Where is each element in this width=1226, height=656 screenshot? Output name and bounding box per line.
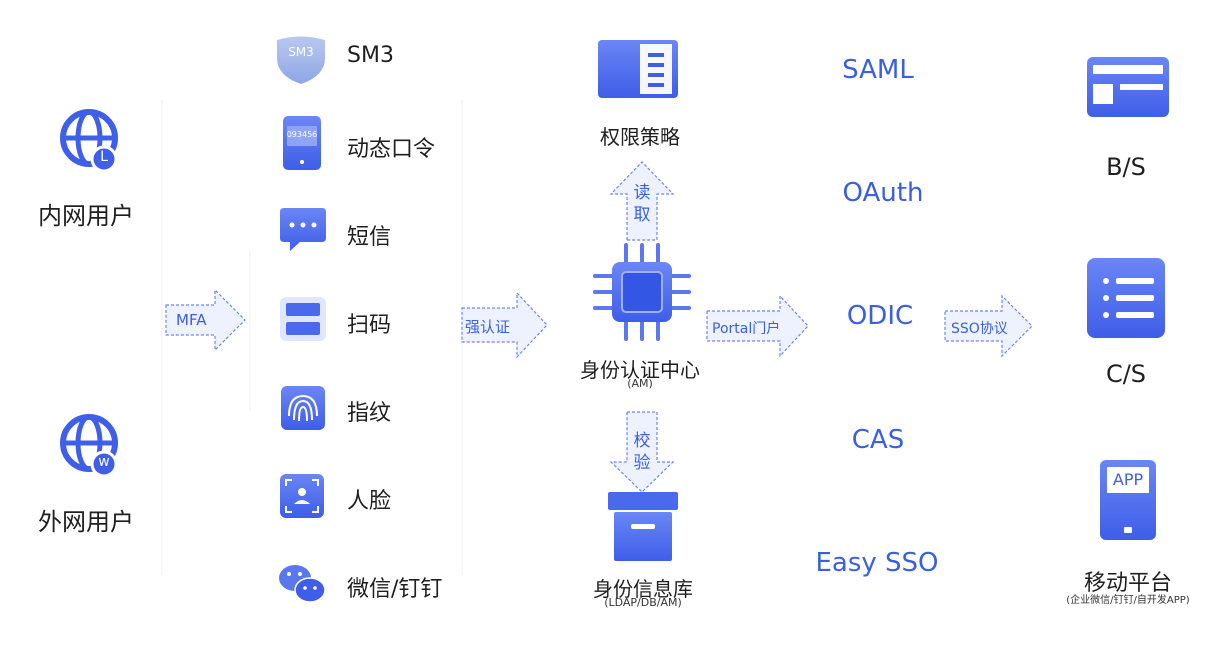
shield-icon-text: SM3	[288, 45, 314, 59]
method-label-otp: 动态口令	[347, 137, 436, 162]
identity-store-label: 身份信息库	[593, 577, 693, 601]
sso-arrow-shape	[944, 294, 1033, 358]
target-label-bs: B/S	[1106, 153, 1146, 181]
strong-auth-arrow-shape	[461, 291, 548, 359]
client-list-icon	[1087, 258, 1165, 338]
sso-arrow-label: SSO协议	[951, 321, 1008, 337]
protocol-cas: CAS	[851, 425, 905, 455]
method-label-face: 人脸	[347, 489, 392, 514]
portal-arrow-label: Portal门户	[712, 321, 781, 337]
mfa-arrow-label: MFA	[176, 311, 207, 329]
identity-store-sub: (LDAP/DB/AM)	[604, 596, 682, 609]
mfa-arrow-shape	[165, 288, 246, 352]
method-label-fingerprint: 指纹	[347, 401, 392, 426]
portal-arrow-shape	[706, 294, 809, 358]
mobile-icon-text: APP	[1112, 470, 1144, 489]
internet-user-globe-icon	[60, 414, 118, 478]
protocol-easy-sso: Easy SSO	[815, 548, 939, 578]
read-arrow-shape	[609, 161, 675, 241]
wechat-icon	[279, 565, 326, 603]
intranet-user-label: 内网用户	[38, 202, 134, 230]
shield-sm3-icon	[277, 36, 325, 84]
verify-arrow-shape	[609, 411, 675, 493]
policy-document-icon	[598, 40, 678, 98]
am-center-sub: (AM)	[627, 377, 653, 390]
method-label-scan: 扫码	[347, 313, 392, 338]
policy-label: 权限策略	[600, 125, 680, 149]
otp-token-icon	[283, 116, 321, 170]
identity-store-box-icon	[608, 492, 678, 561]
internet-badge-text: w	[98, 454, 110, 470]
face-id-icon	[280, 474, 324, 518]
browser-window-icon	[1087, 57, 1169, 117]
mobile-app-icon	[1100, 460, 1156, 540]
am-center-label: 身份认证中心	[580, 358, 700, 382]
strong-auth-arrow-label: 强认证	[465, 318, 511, 336]
intranet-user-globe-icon	[60, 109, 118, 173]
read-arrow-label: 读取	[633, 183, 651, 225]
sms-bubble-icon	[280, 208, 326, 251]
am-chip-icon	[593, 243, 691, 341]
verify-arrow-label: 校验	[633, 431, 651, 473]
protocol-saml: SAML	[842, 55, 914, 85]
intranet-badge-text: L	[100, 149, 108, 165]
method-label-sm3: SM3	[347, 43, 394, 68]
protocol-odic: ODIC	[846, 301, 914, 331]
protocol-oauth: OAuth	[842, 178, 924, 208]
method-label-sms: 短信	[347, 225, 392, 250]
target-mobile-sub: (企业微信/钉钉/自开发APP)	[1066, 595, 1190, 606]
internet-user-label: 外网用户	[38, 508, 134, 536]
scan-code-icon	[280, 297, 326, 341]
target-label-mobile: 移动平台	[1083, 571, 1172, 596]
fingerprint-icon	[281, 386, 325, 430]
otp-icon-code: 093456	[286, 130, 318, 139]
method-label-wechat: 微信/钉钉	[347, 577, 443, 602]
target-label-cs: C/S	[1105, 360, 1147, 388]
